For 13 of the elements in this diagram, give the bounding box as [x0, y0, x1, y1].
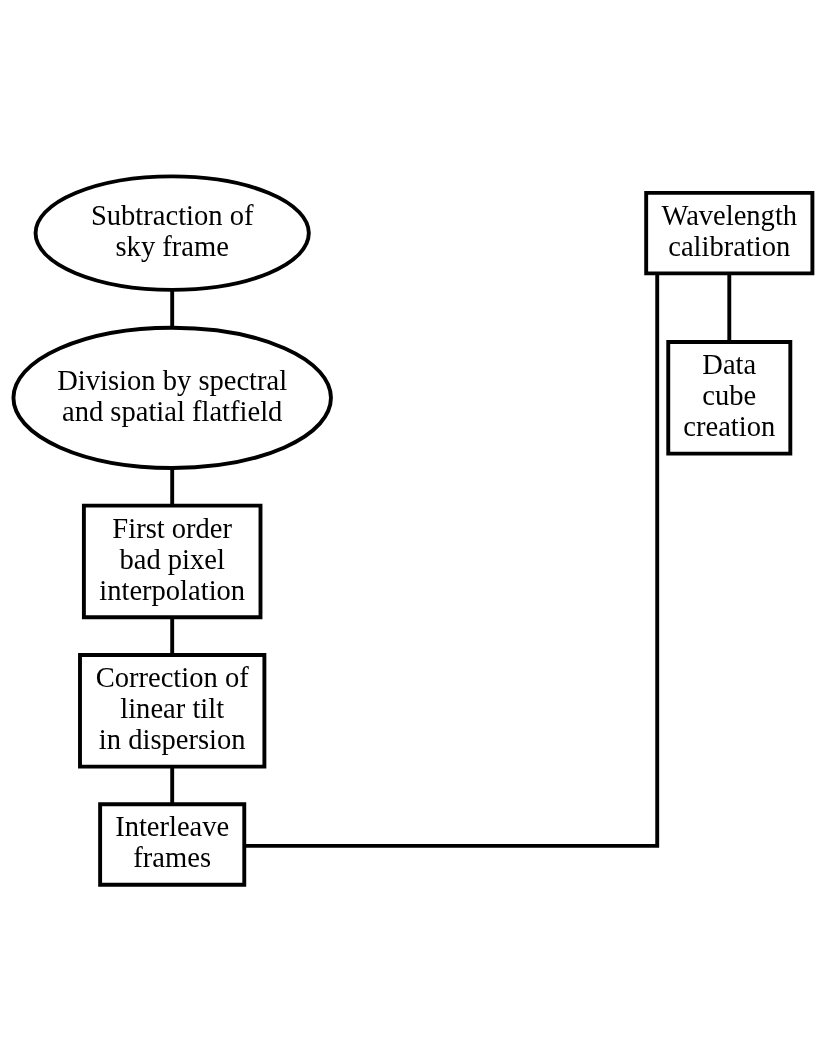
node-ellipse: Subtraction of sky frame — [33, 173, 311, 292]
connector — [727, 272, 732, 342]
connector — [170, 766, 175, 804]
node-box: Wavelength calibration — [644, 190, 815, 275]
connector — [170, 289, 175, 327]
connector — [170, 467, 175, 505]
node-box: Correction of linear tilt in dispersion — [78, 652, 267, 769]
connector — [170, 617, 175, 655]
connector — [244, 273, 660, 848]
node-box: Interleave frames — [98, 801, 247, 887]
node-ellipse: Division by spectral and spatial flatfield — [11, 325, 333, 470]
node-box: First order bad pixel interpolation — [81, 503, 263, 619]
node-box: Data cube creation — [666, 339, 793, 456]
